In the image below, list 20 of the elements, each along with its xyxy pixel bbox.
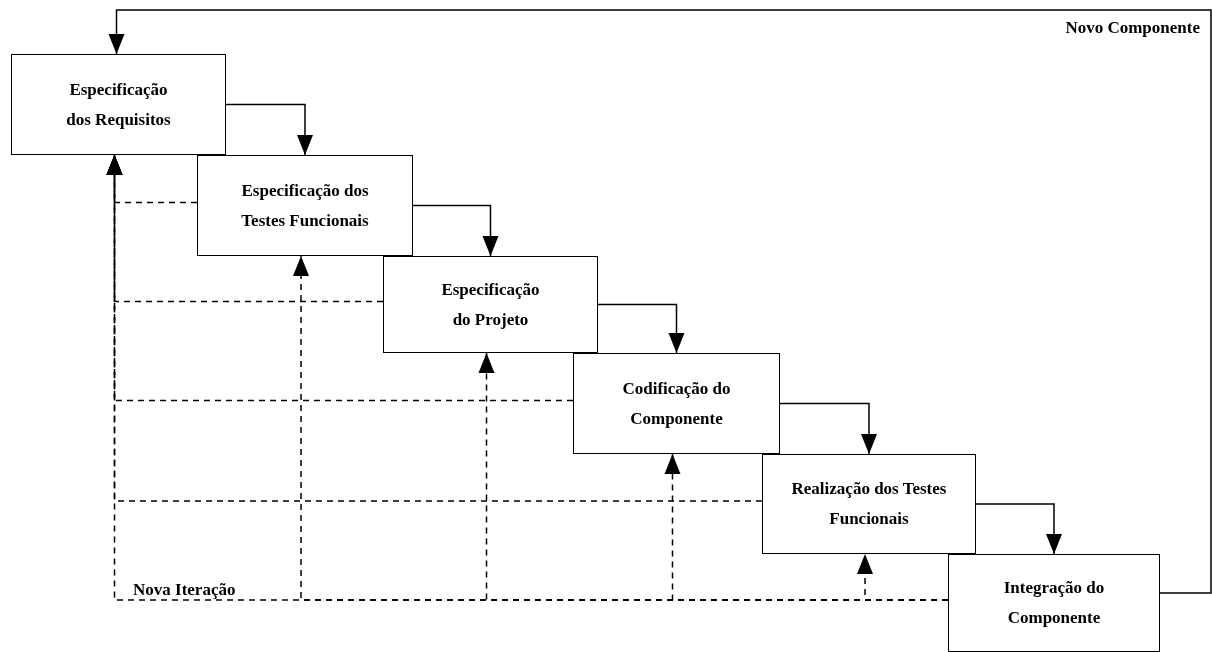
process-box xyxy=(762,454,976,554)
arrow xyxy=(779,402,877,455)
arrow xyxy=(225,103,313,156)
process-box xyxy=(197,155,413,256)
step-label: Especificação dos Testes Funcionais xyxy=(240,179,370,232)
process-box xyxy=(573,353,780,454)
arrow xyxy=(108,9,1212,594)
dashed-arrow xyxy=(857,553,949,601)
step-label: Integração do Componente xyxy=(1002,577,1106,629)
arrow xyxy=(975,503,1062,555)
step-label: Codificação do Componente xyxy=(621,377,732,430)
step-label: Especificação do Projeto xyxy=(440,278,541,331)
note-label: Nova Iteração xyxy=(133,580,236,600)
process-box xyxy=(11,54,226,155)
process-box xyxy=(383,256,598,353)
arrow xyxy=(597,303,685,354)
process-box xyxy=(948,554,1160,652)
arrow xyxy=(412,204,499,257)
step-label: Realização dos Testes Funcionais xyxy=(790,478,948,530)
step-label: Especificação dos Requisitos xyxy=(65,78,172,131)
